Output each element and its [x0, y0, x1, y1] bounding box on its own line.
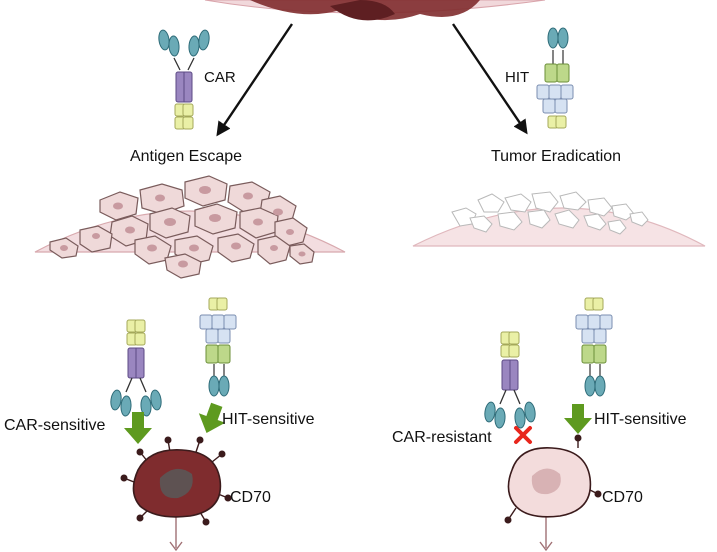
car-resistant-label: CAR-resistant — [392, 429, 492, 446]
car-receptor-top — [157, 28, 211, 130]
car-receptor-bottom-right — [483, 331, 537, 429]
tumor-eradication-label: Tumor Eradication — [491, 148, 621, 165]
green-arrow-hit-sensitive-left — [198, 402, 226, 434]
car-label: CAR — [204, 69, 236, 86]
hit-receptor-bottom-left — [199, 297, 237, 397]
right-black-arrow — [452, 23, 528, 135]
eradicated-tumor — [412, 191, 706, 247]
hit-receptor-bottom-right — [575, 297, 613, 397]
tumor-cell-dark — [120, 436, 232, 552]
car-sensitive-label: CAR-sensitive — [4, 417, 105, 434]
cd70-label-right: CD70 — [602, 489, 643, 506]
antigen-escape-label: Antigen Escape — [130, 148, 242, 165]
hit-label: HIT — [505, 69, 529, 86]
top-tumor-mass — [204, 0, 546, 21]
tumor-cell-light — [504, 434, 602, 552]
hit-sensitive-label-left: HIT-sensitive — [222, 411, 315, 428]
green-arrow-car-sensitive — [124, 412, 152, 444]
antigen-escape-tumor — [34, 175, 346, 279]
car-receptor-bottom-left — [109, 319, 163, 417]
hit-receptor-top — [536, 27, 574, 129]
hit-sensitive-label-right: HIT-sensitive — [594, 411, 687, 428]
red-cross-icon — [514, 426, 532, 444]
cd70-label-left: CD70 — [230, 489, 271, 506]
green-arrow-hit-sensitive-right — [564, 404, 592, 434]
left-black-arrow — [216, 23, 293, 137]
